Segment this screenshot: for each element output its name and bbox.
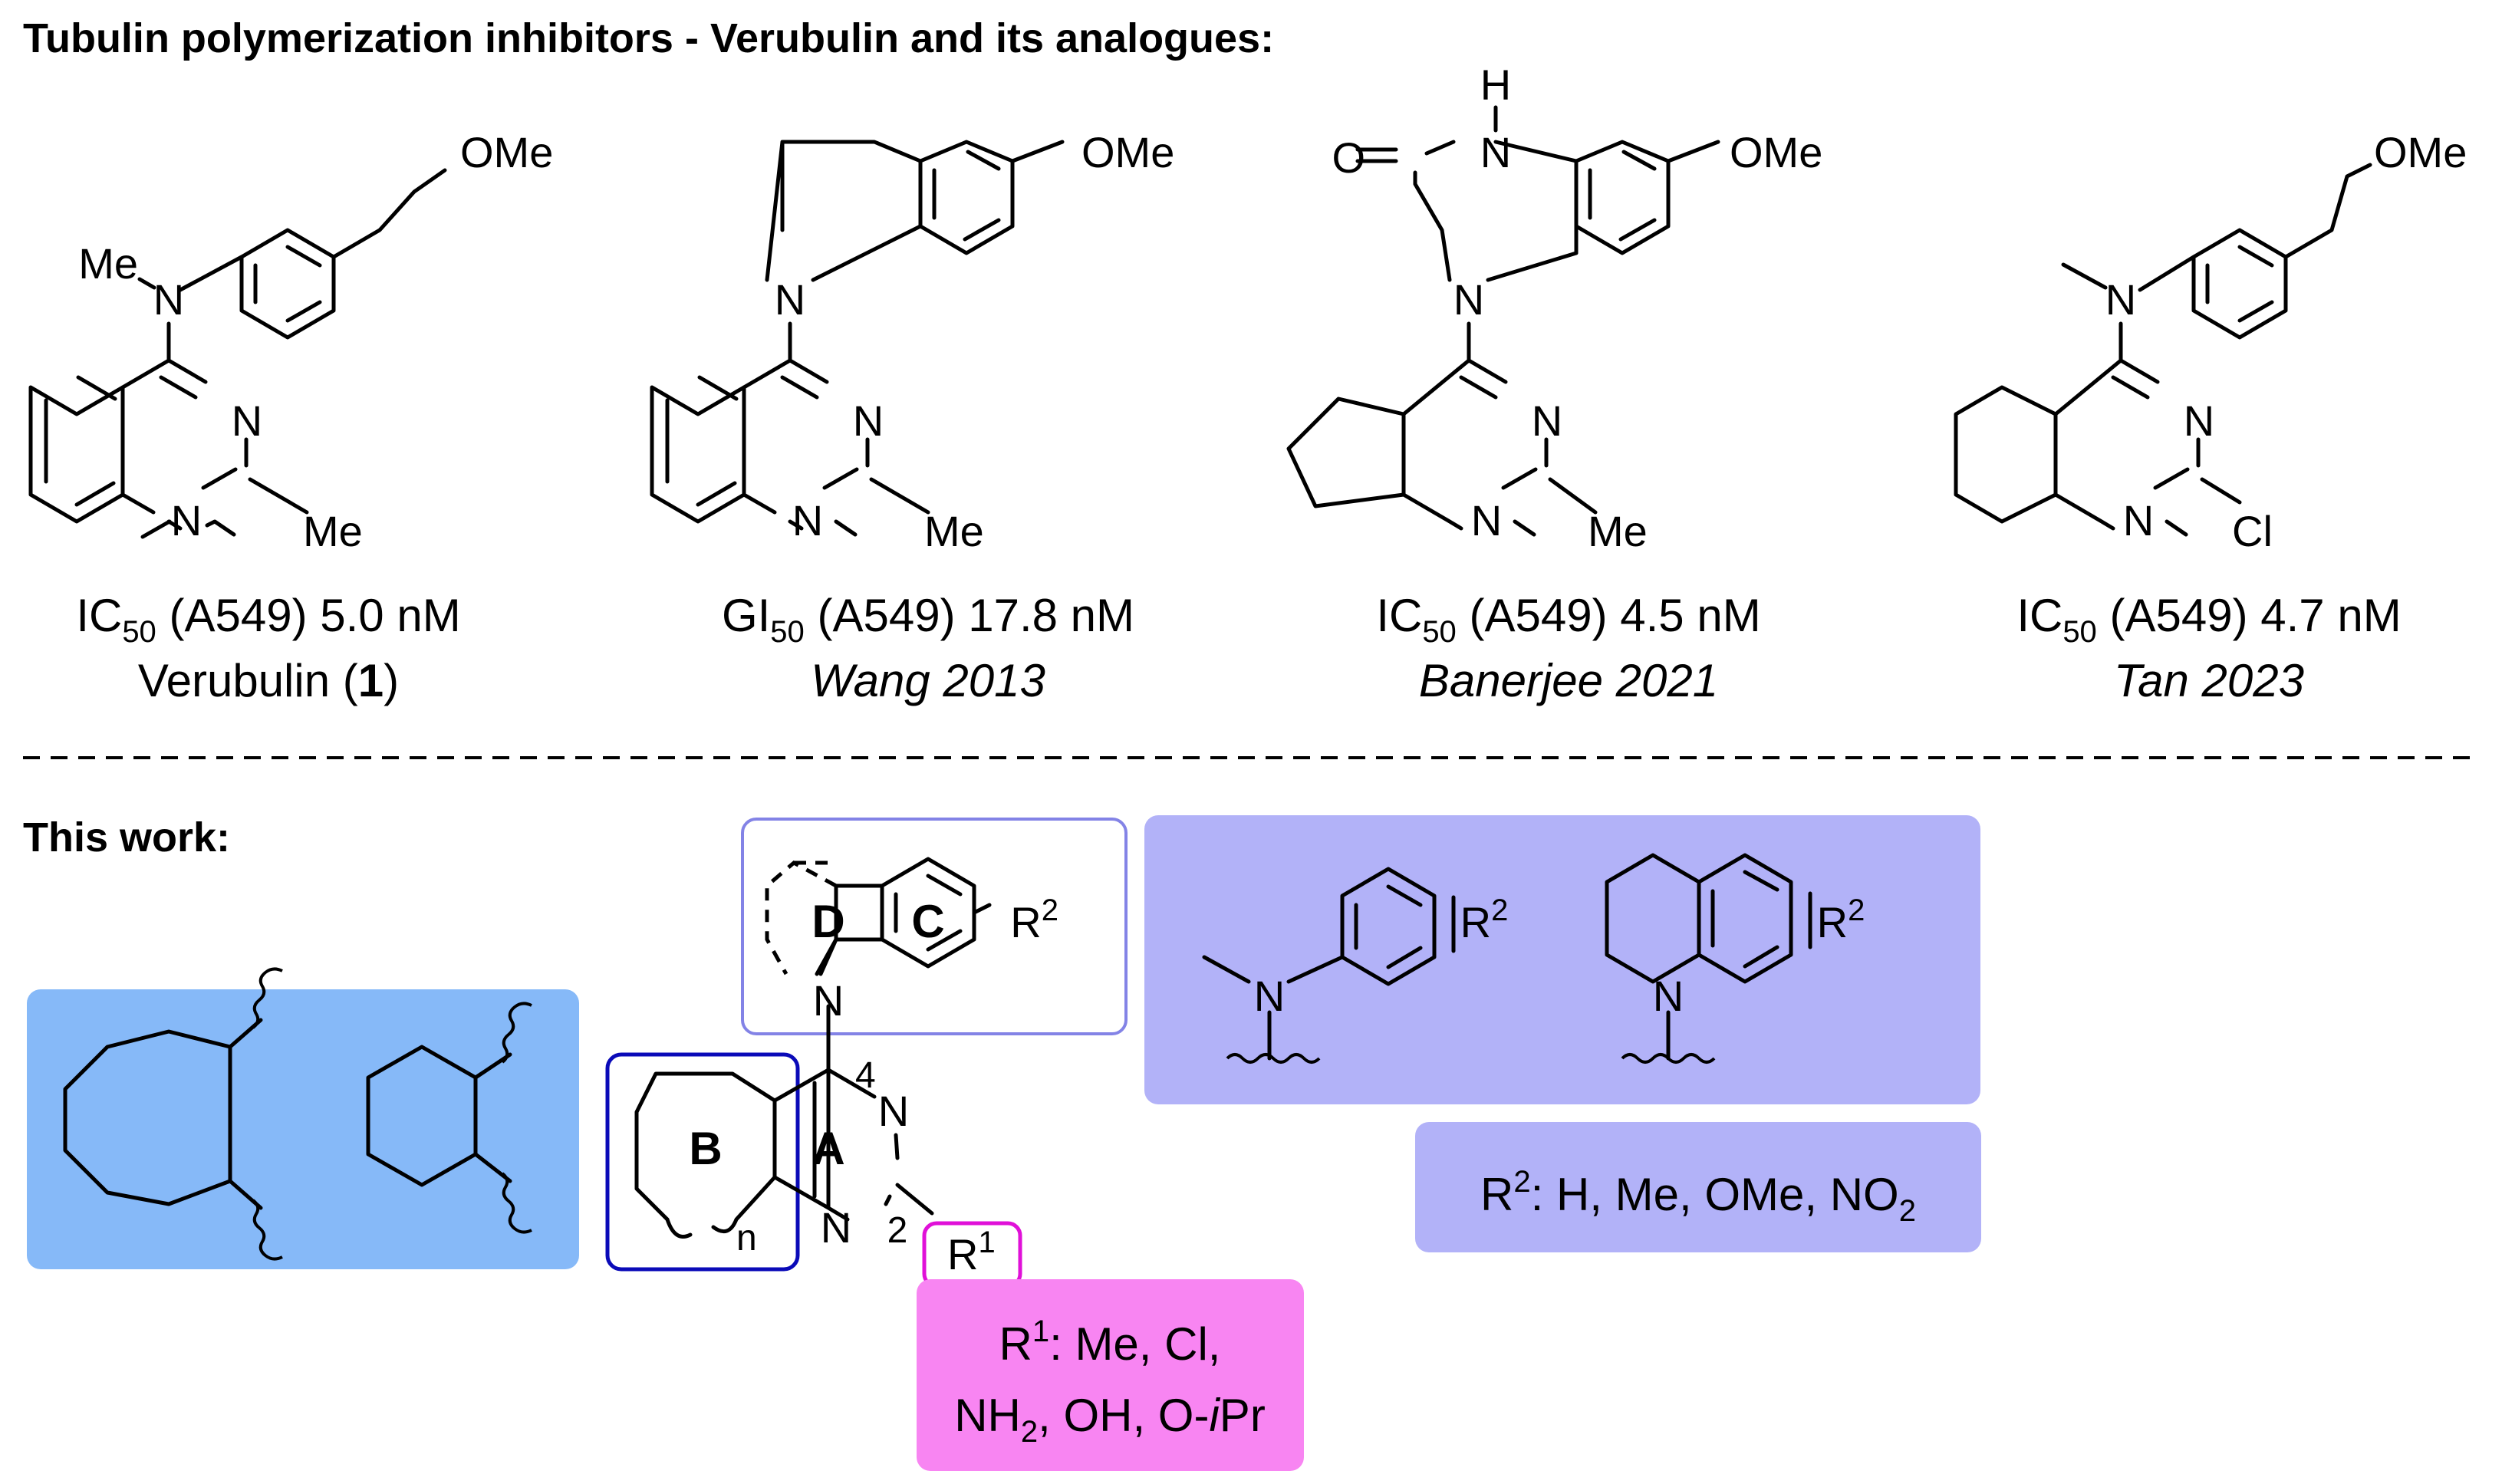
r1-substituent-line1: R1: Me, Cl, [999, 1315, 1221, 1370]
atom-n-aniline: N [1254, 972, 1285, 1020]
atom-n-amine: N [813, 976, 844, 1025]
compound-tan-2023: N N N Cl OMe IC50 (A549) 4.7 nM Tan 2023 [1954, 128, 2467, 706]
atom-ome: OMe [460, 128, 553, 176]
atom-n-methyl: Me [78, 239, 138, 288]
reference-banerjee-2021: Banerjee 2021 [1419, 655, 1718, 706]
atom-r1: R1 [947, 1226, 996, 1278]
atom-h: H [1480, 61, 1511, 109]
figure-title: Tubulin polymerization inhibitors - Veru… [23, 15, 1274, 61]
atom-c2-methyl: Me [303, 507, 363, 555]
activity-tan-2023: IC50 (A549) 4.7 nM [2016, 590, 2401, 649]
compound-wang-2013: N N N Me OMe GI50 (A549) 17.8 nM Wang 20… [650, 128, 1174, 706]
ring-b-variants-box [27, 967, 579, 1269]
atom-n-amine: N [775, 275, 805, 324]
position-4-label: 4 [855, 1055, 876, 1096]
atom-c2-methyl: Me [924, 507, 984, 555]
atom-n-amine: N [2105, 275, 2136, 324]
r2-substituent-list: R2: H, Me, OMe, NO2 [1480, 1165, 1916, 1228]
activity-banerjee-2021: IC50 (A549) 4.5 nM [1376, 590, 1760, 649]
atom-n1: N [821, 1203, 851, 1252]
atom-c2-chloro: Cl [2232, 507, 2273, 555]
compound-verubulin: N N N Me Me OMe IC50 (A549) 5.0 nM Verub… [28, 128, 553, 706]
reference-tan-2023: Tan 2023 [2114, 655, 2304, 706]
scaffold-bonds [634, 857, 992, 1239]
atom-n3: N [853, 397, 884, 445]
r1-substituent-line2: NH2, OH, O-iPr [954, 1390, 1266, 1449]
name-verubulin: Verubulin (1) [138, 655, 399, 706]
ring-c-label: C [911, 896, 944, 947]
ring-b-frame [605, 1052, 800, 1272]
activity-verubulin: IC50 (A549) 5.0 nM [76, 590, 460, 649]
r2-amine-variants-box: N R2 N R2 [1144, 815, 1980, 1104]
atom-n-amine: N [1453, 275, 1484, 324]
ring-size-n-label: n [736, 1218, 757, 1259]
atom-n-thq: N [1653, 972, 1684, 1020]
atom-r2-aniline: R2 [1460, 893, 1509, 946]
reference-wang-2013: Wang 2013 [811, 655, 1045, 706]
scaffold-this-work: D C R2 N 4 N A B 2 N n R1 [605, 818, 1128, 1288]
ring-cd-frame [741, 818, 1128, 1035]
purple-box-background [1144, 815, 1980, 1104]
this-work-heading: This work: [23, 814, 230, 860]
blue-box-background [27, 989, 579, 1269]
ring-a-label: A [812, 1123, 844, 1174]
ring-b-label: B [689, 1123, 722, 1174]
atom-r2-thq: R2 [1817, 893, 1865, 946]
r1-substituent-box: R1: Me, Cl, NH2, OH, O-iPr [917, 1279, 1304, 1471]
atom-ome: OMe [1081, 128, 1174, 176]
structure-verubulin [28, 168, 447, 539]
r2-substituent-box: R2: H, Me, OMe, NO2 [1415, 1122, 1981, 1252]
atom-r2: R2 [1010, 893, 1058, 946]
atom-n1: N [1471, 496, 1502, 545]
structure-tan-2023 [1954, 163, 2372, 537]
r2-list-background [1415, 1122, 1981, 1252]
compound-banerjee-2021: H O N OMe N N N Me IC50 (A549) 4.5 nM Ba… [1286, 61, 1822, 706]
atom-n1: N [2123, 496, 2154, 545]
position-2-label: 2 [887, 1210, 908, 1251]
atom-n-amine: N [153, 275, 184, 324]
structure-wang-2013 [650, 140, 1065, 537]
structure-banerjee-2021 [1286, 105, 1720, 537]
atom-c2-methyl: Me [1588, 507, 1648, 555]
n-methylaniline-fragment [1202, 867, 1456, 1064]
r1-list-background [917, 1279, 1304, 1471]
atom-n3: N [1532, 397, 1562, 445]
cyclohexane-fragment [366, 1002, 532, 1234]
atom-ome: OMe [2374, 128, 2467, 176]
atom-n1: N [792, 496, 823, 545]
activity-wang-2013: GI50 (A549) 17.8 nM [722, 590, 1134, 649]
tetrahydroquinoline-fragment [1605, 853, 1812, 1064]
atom-ome: OMe [1730, 128, 1822, 176]
atom-n3: N [2184, 397, 2214, 445]
atom-n3: N [878, 1087, 909, 1135]
atom-nh: N [1480, 128, 1511, 176]
cycloheptane-fragment [63, 967, 283, 1261]
ring-d-label: D [812, 896, 844, 947]
atom-n1: N [171, 496, 202, 545]
atom-n3: N [232, 397, 262, 445]
atom-o: O [1332, 133, 1365, 182]
